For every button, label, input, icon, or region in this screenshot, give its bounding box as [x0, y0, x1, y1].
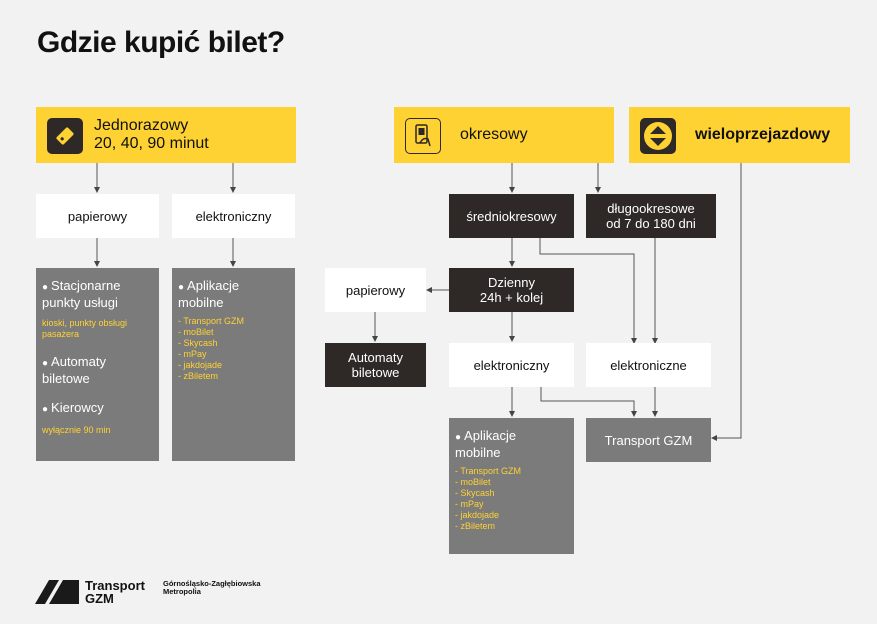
arrow-multi-to-gzm — [711, 163, 742, 441]
box-sales-points: Stacjonarne punkty usługi kioski, punkty… — [36, 268, 159, 461]
footer-metro-line1: Górnośląsko-Zagłębiowska — [163, 579, 261, 588]
sales-point-2-line2: biletowe — [42, 371, 90, 386]
app-list-item: - zBiletem — [178, 371, 219, 381]
arrow-electronic-to-gzm — [540, 387, 637, 417]
app-list-item: - Transport GZM — [455, 466, 522, 476]
node-elektroniczne-right: elektroniczne — [586, 343, 711, 387]
apps-mid-list: - Transport GZM- moBilet- Skycash- mPay-… — [455, 466, 568, 532]
page-title: Gdzie kupić bilet? — [37, 26, 285, 59]
node-papierowy-left-label: papierowy — [67, 208, 128, 224]
node-transport-gzm-label: Transport GZM — [604, 432, 693, 448]
node-automaty-mid-line1: Automaty — [348, 350, 403, 365]
header-single-ticket: Jednorazowy 20, 40, 90 minut — [36, 107, 296, 163]
header-periodic-ticket: okresowy — [394, 107, 614, 163]
app-list-item: - Skycash — [178, 338, 218, 348]
node-elektroniczny-mid: elektroniczny — [449, 343, 574, 387]
sales-point-1-line2: punkty usługi — [42, 295, 118, 310]
node-elektroniczny-left-label: elektroniczny — [195, 208, 272, 224]
box-apps-mid: Aplikacje mobilne - Transport GZM- moBil… — [449, 418, 574, 554]
app-list-item: - moBilet — [178, 327, 214, 337]
footer-metro-line2: Metropolia — [163, 587, 201, 596]
header-single-line1: Jednorazowy — [94, 117, 189, 134]
node-transport-gzm: Transport GZM — [586, 418, 711, 462]
footer-logo-line2: GZM — [85, 591, 114, 606]
node-elektroniczny-left: elektroniczny — [172, 194, 295, 238]
app-list-item: - mPay — [178, 349, 207, 359]
sales-point-3-sub: wyłącznie 90 min — [42, 425, 111, 435]
app-list-item: - jakdojade — [178, 360, 223, 370]
node-elektroniczne-right-label: elektroniczne — [610, 357, 687, 373]
node-dzienny: Dzienny 24h + kolej — [449, 268, 574, 312]
sales-point-1-line1: Stacjonarne — [42, 278, 153, 295]
header-periodic-label: okresowy — [460, 126, 528, 143]
node-papierowy-mid-label: papierowy — [345, 282, 406, 298]
app-list-item: - zBiletem — [455, 521, 496, 531]
node-papierowy-mid: papierowy — [325, 268, 426, 312]
sales-point-1-sub: kioski, punkty obsługi pasażera — [42, 318, 128, 339]
sales-point-3-line1: Kierowcy — [42, 400, 153, 417]
footer-logo-line1: Transport — [85, 578, 145, 593]
app-list-item: - mPay — [455, 499, 484, 509]
apps-mid-heading-line2: mobilne — [455, 445, 501, 460]
node-automaty-mid-line2: biletowe — [351, 365, 400, 380]
box-apps-left: Aplikacje mobilne - Transport GZM- moBil… — [172, 268, 295, 461]
node-elektroniczny-mid-label: elektroniczny — [473, 357, 550, 373]
app-list-item: - Skycash — [455, 488, 495, 498]
sales-point-2-line1: Automaty — [42, 354, 153, 371]
gzm-logo-icon — [35, 580, 79, 604]
header-multi-ride-ticket: wieloprzejazdowy — [629, 107, 850, 163]
node-papierowy-left: papierowy — [36, 194, 159, 238]
node-dzienny-line1: Dzienny — [488, 275, 535, 290]
apps-mid-heading-line1: Aplikacje — [455, 428, 568, 445]
header-single-line2: 20, 40, 90 minut — [94, 135, 209, 152]
up-down-arrows-icon — [640, 118, 676, 154]
app-list-item: - jakdojade — [455, 510, 500, 520]
app-list-item: - Transport GZM — [178, 316, 245, 326]
node-dlugookresowe-line2: od 7 do 180 dni — [606, 216, 696, 231]
node-automaty-mid: Automaty biletowe — [325, 343, 426, 387]
node-sredniokresowy: średniokresowy — [449, 194, 574, 238]
ticket-icon — [47, 118, 83, 154]
node-dlugookresowe: długookresowe od 7 do 180 dni — [586, 194, 716, 238]
phone-card-icon — [405, 118, 441, 154]
apps-left-list: - Transport GZM- moBilet- Skycash- mPay-… — [178, 316, 289, 382]
node-sredniokresowy-label: średniokresowy — [466, 208, 557, 224]
header-multi-label: wieloprzejazdowy — [695, 126, 831, 143]
apps-left-heading-line1: Aplikacje — [178, 278, 289, 295]
node-dlugookresowe-line1: długookresowe — [607, 201, 695, 216]
node-dzienny-line2: 24h + kolej — [479, 290, 544, 305]
arrow-medium-to-electronic-right — [539, 238, 637, 344]
apps-left-heading-line2: mobilne — [178, 295, 224, 310]
app-list-item: - moBilet — [455, 477, 491, 487]
